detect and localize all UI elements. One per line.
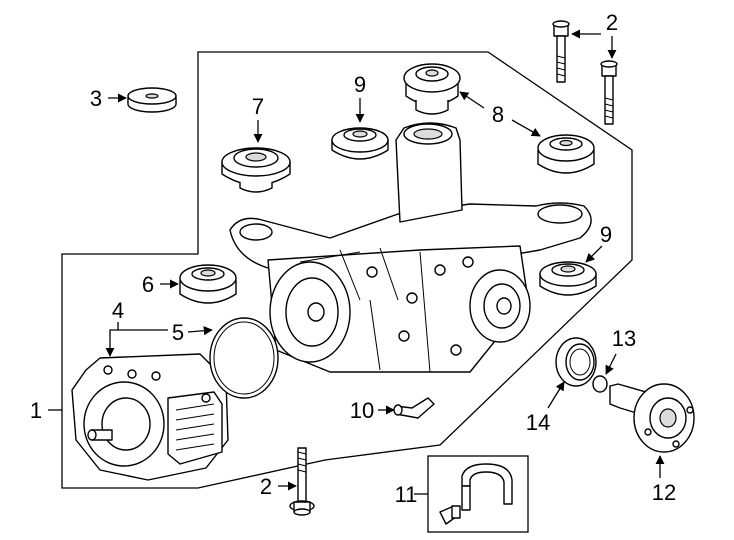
callout-10: 10 bbox=[350, 398, 374, 423]
rear-bushing-lower-part bbox=[537, 134, 595, 174]
differential-carrier-part bbox=[229, 122, 592, 373]
leader-line-4 bbox=[105, 322, 119, 357]
mount-bushing-part bbox=[221, 147, 291, 193]
callout-8: 8 bbox=[492, 102, 504, 127]
leader-line-8a bbox=[459, 91, 485, 109]
callout-9-upper: 9 bbox=[354, 72, 366, 97]
callout-4: 4 bbox=[112, 298, 124, 323]
callout-14: 14 bbox=[526, 410, 550, 435]
callout-6: 6 bbox=[142, 272, 154, 297]
drive-unit-part bbox=[71, 353, 229, 481]
side-bushing-part bbox=[179, 264, 237, 304]
vent-hose-part bbox=[439, 463, 513, 525]
leader-line-8b bbox=[511, 119, 541, 137]
callout-2-top: 2 bbox=[606, 10, 618, 35]
upper-bushing-part bbox=[331, 127, 389, 160]
right-bushing-part bbox=[539, 261, 597, 296]
bolt-upper-left-part bbox=[552, 20, 570, 83]
assembly-outline bbox=[61, 51, 633, 489]
leader-line-14 bbox=[547, 381, 565, 409]
callout-7: 7 bbox=[252, 94, 264, 119]
callout-13: 13 bbox=[612, 326, 636, 351]
rear-bushing-upper-part bbox=[403, 63, 461, 115]
bolt-upper-right-part bbox=[600, 60, 618, 125]
leader-line-5 bbox=[187, 326, 213, 336]
callout-11: 11 bbox=[395, 482, 418, 507]
leader-line-9b bbox=[585, 245, 603, 263]
callout-3: 3 bbox=[90, 86, 102, 111]
o-ring-seal-part bbox=[209, 317, 279, 399]
callout-5: 5 bbox=[172, 320, 184, 345]
output-flange-part bbox=[609, 383, 695, 453]
vent-fitting-part bbox=[393, 397, 435, 419]
snap-ring-part bbox=[592, 375, 608, 393]
bolt-lower-part bbox=[289, 447, 315, 516]
cap-part bbox=[127, 87, 177, 113]
shaft-seal-part bbox=[555, 337, 597, 387]
callout-9-right: 9 bbox=[600, 222, 612, 247]
callout-2-bottom: 2 bbox=[260, 474, 272, 499]
callout-12: 12 bbox=[652, 480, 676, 505]
o-ring-seal-inner-edge bbox=[213, 321, 275, 395]
callout-1: 1 bbox=[30, 398, 42, 423]
leader-line-13 bbox=[605, 353, 617, 375]
